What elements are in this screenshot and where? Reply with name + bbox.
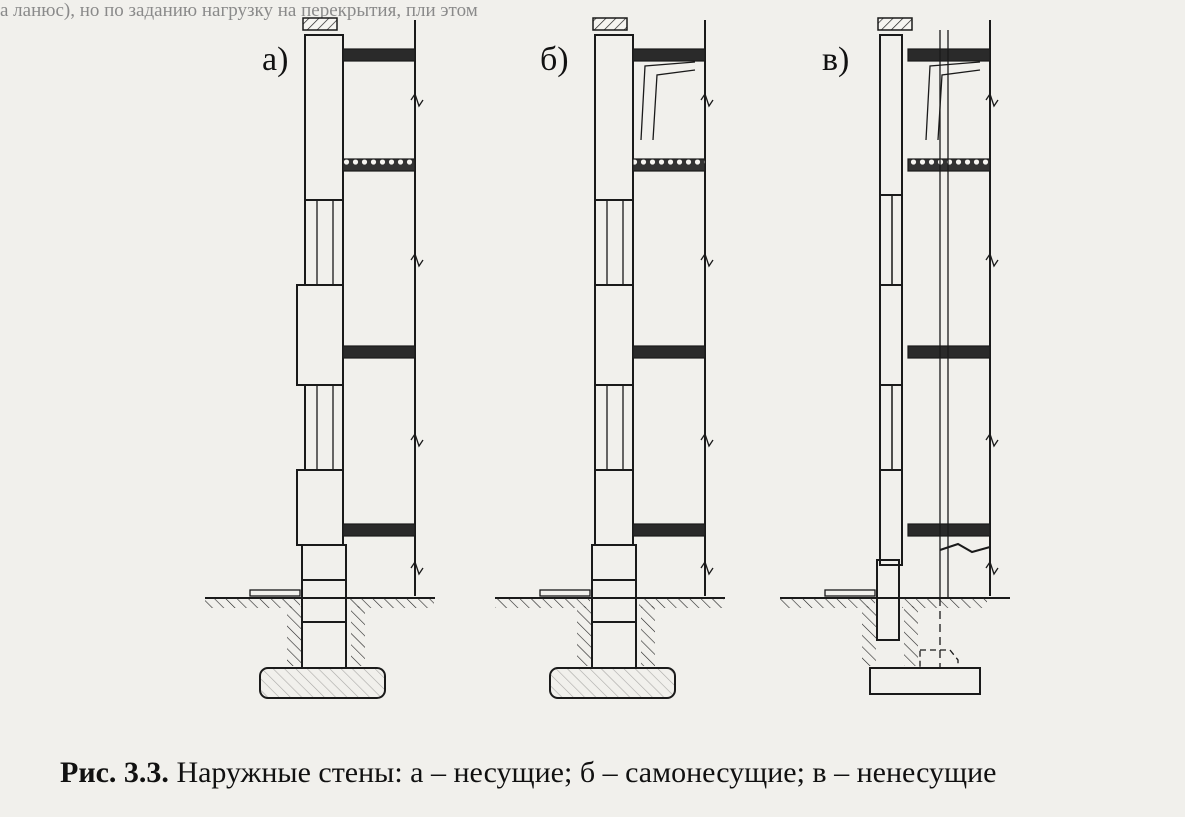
duct-detail <box>937 69 981 141</box>
soil-hatch <box>205 598 300 608</box>
window-zone <box>304 199 344 286</box>
break-mark <box>985 432 999 448</box>
parapet-cap <box>302 17 338 31</box>
soil-hatch <box>639 598 724 608</box>
break-mark <box>700 560 714 576</box>
floor-slab <box>907 345 991 359</box>
concrete-panel <box>594 284 634 386</box>
blind-area <box>249 589 301 597</box>
foundation-block <box>591 544 637 581</box>
soil-hatch <box>495 598 590 608</box>
foundation-block <box>301 544 347 581</box>
footing-dashed <box>919 649 959 669</box>
foundation-block <box>876 559 900 641</box>
wall-section-b: б) <box>495 17 725 699</box>
break-mark <box>985 92 999 108</box>
soil-hatch <box>351 606 365 666</box>
foundation-block <box>301 579 347 623</box>
window-zone <box>594 384 634 471</box>
concrete-panel <box>879 469 903 566</box>
soil-hatch <box>902 598 987 608</box>
floor-slab <box>632 523 706 537</box>
parapet-cap <box>877 17 913 31</box>
window-zone <box>594 199 634 286</box>
concrete-panel <box>296 284 344 386</box>
panel-label-a: а) <box>262 41 288 78</box>
floor-slab <box>342 345 416 359</box>
floor-slab <box>632 48 706 62</box>
duct-detail <box>640 61 696 141</box>
break-mark <box>410 92 424 108</box>
panel-label-v: в) <box>822 41 849 78</box>
break-mark <box>410 560 424 576</box>
soil-hatch <box>862 606 876 666</box>
duct-detail <box>652 69 696 141</box>
soil-hatch <box>349 598 434 608</box>
break-mark <box>700 432 714 448</box>
break-mark <box>700 252 714 268</box>
soil-hatch <box>780 598 875 608</box>
break-mark <box>410 252 424 268</box>
concrete-panel <box>594 469 634 546</box>
soil-hatch <box>904 606 918 666</box>
foundation-block <box>591 579 637 623</box>
figure-caption: Рис. 3.3. Наружные стены: а – несущие; б… <box>60 755 996 791</box>
hollow-core-slab <box>907 158 991 172</box>
break-mark <box>985 252 999 268</box>
break-mark <box>700 92 714 108</box>
break-mark <box>410 432 424 448</box>
panel-label-b: б) <box>540 41 569 78</box>
concrete-panel <box>879 284 903 386</box>
window-zone <box>879 384 903 471</box>
floor-slab <box>342 48 416 62</box>
concrete-panel <box>594 34 634 201</box>
window-zone <box>879 194 903 286</box>
blind-area <box>824 589 876 597</box>
foundation-block <box>301 621 347 669</box>
footing-hatch <box>550 668 675 698</box>
floor-slab <box>907 523 991 537</box>
footing <box>869 667 981 695</box>
concrete-panel <box>304 34 344 201</box>
window-zone <box>304 384 344 471</box>
background-text: а ланюс), но по заданию нагрузку на пере… <box>0 0 478 21</box>
hollow-core-slab <box>342 158 416 172</box>
floor-slab <box>907 48 991 62</box>
wall-section-v: в) <box>780 17 1010 695</box>
footing-hatch <box>260 668 385 698</box>
blind-area <box>539 589 591 597</box>
concrete-panel <box>879 34 903 196</box>
floor-slab <box>632 345 706 359</box>
soil-hatch <box>641 606 655 666</box>
concrete-panel <box>296 469 344 546</box>
soil-hatch <box>577 606 591 666</box>
duct-detail <box>925 61 981 141</box>
caption-number: Рис. 3.3. <box>60 756 169 789</box>
break-mark <box>985 560 999 576</box>
hollow-core-slab <box>632 158 706 172</box>
parapet-cap <box>592 17 628 31</box>
floor-slab <box>342 523 416 537</box>
soil-hatch <box>287 606 301 666</box>
caption-text: Наружные стены: а – несущие; б – самонес… <box>176 756 997 789</box>
anchor-detail <box>939 542 991 554</box>
wall-section-a: а) <box>205 17 435 699</box>
foundation-block <box>591 621 637 669</box>
